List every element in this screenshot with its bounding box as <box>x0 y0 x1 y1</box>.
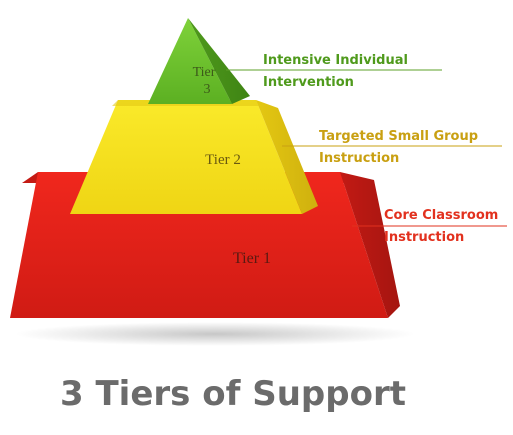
pyramid-shadow <box>15 322 415 346</box>
tier-3-label-line-2: 3 <box>204 82 211 97</box>
tier-3-front-face <box>148 18 232 104</box>
tier-1-description-line-2: Instruction <box>384 230 464 245</box>
tier-2-side-face <box>256 100 318 214</box>
tier-3-side-face <box>188 18 250 104</box>
tier-3-callout: Intensive Individual Intervention <box>226 53 442 90</box>
tier-1-description-line-1: Core Classroom <box>384 208 498 223</box>
tier-3-description-line-2: Intervention <box>263 75 354 90</box>
tier-3-block <box>148 18 250 104</box>
tier-3-label-line-1: Tier <box>193 65 216 80</box>
tier-3-description-line-1: Intensive Individual <box>263 53 408 68</box>
tier-1-side-face <box>340 172 400 318</box>
tier-2-front-face <box>70 100 302 214</box>
tier-2-description-line-1: Targeted Small Group <box>319 129 478 144</box>
tier-2-block <box>70 100 318 214</box>
tier-2-label: Tier 2 <box>205 152 241 168</box>
tier-1-callout: Core Classroom Instruction <box>352 208 507 245</box>
diagram-title: 3 Tiers of Support <box>60 374 406 414</box>
tier-1-label: Tier 1 <box>233 250 271 267</box>
tier-2-description-line-2: Instruction <box>319 151 399 166</box>
tier-2-callout: Targeted Small Group Instruction <box>282 129 502 166</box>
